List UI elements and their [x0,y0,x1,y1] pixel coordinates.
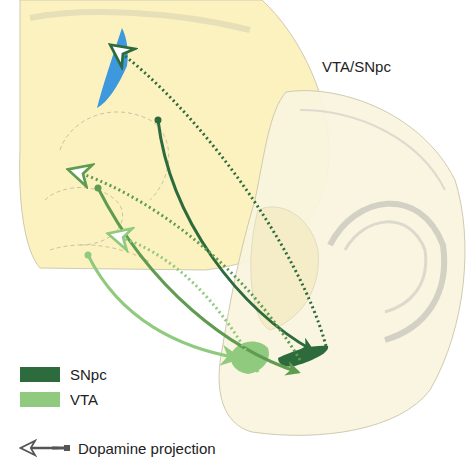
hippocampus [330,204,444,340]
cortex-line [300,110,445,190]
corpus-callosum [30,12,250,30]
snpc-projection [158,120,312,350]
vta-projection [98,188,298,372]
legend-label: Dopamine projection [78,440,216,457]
accumbens-outline [45,188,123,246]
legend-arrow-sample [64,445,70,451]
legend-swatch [20,367,60,382]
hippocampus-inner [345,222,426,312]
vta-projection-dotted [70,170,300,360]
legend-swatch [20,392,60,407]
snpc-projection-dotted [112,46,326,346]
snpc-nucleus [278,346,328,367]
legend-label: SNpc [70,366,107,383]
lateral-ventricle [97,28,128,108]
midbrain-section [219,91,465,436]
legend-label: VTA [70,391,98,408]
vta-projection-dotted [110,234,258,372]
region-label: VTA/SNpc [322,58,391,75]
vta-projection [88,255,238,358]
